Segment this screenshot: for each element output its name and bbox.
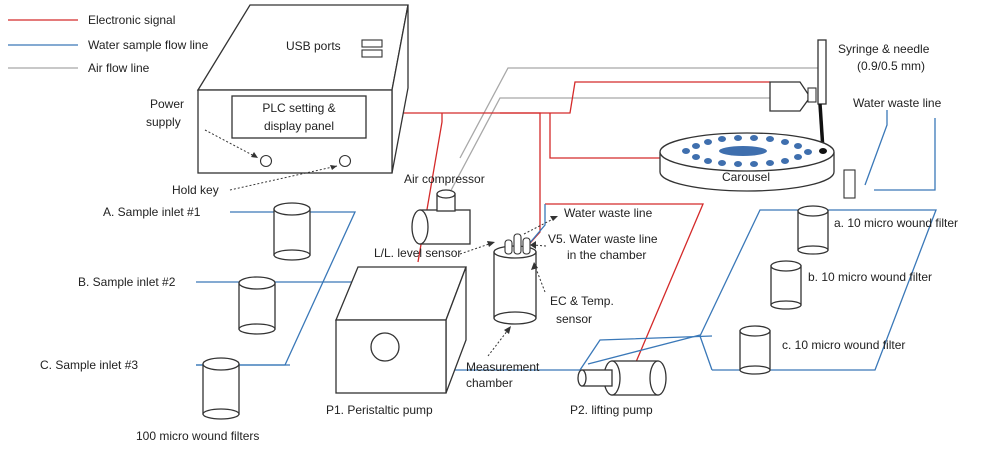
measurement-chamber-body [493, 251, 537, 319]
legend-electronic-signal-label: Electronic signal [88, 13, 175, 27]
water-waste-mid-pointer [523, 217, 556, 235]
sample-inlet-1-label: A. Sample inlet #1 [103, 205, 201, 219]
air-flow-lines [447, 67, 822, 197]
plc-panel-label-line1: PLC setting & [262, 101, 335, 115]
measurement-chamber-pointer [487, 329, 509, 357]
filters-100-label: 100 micro wound filters [136, 429, 259, 443]
power-supply-pointer [204, 129, 259, 159]
signal-line-to-syringe [500, 81, 770, 114]
lifting-pump-end [649, 360, 667, 396]
water-line-waste-right [874, 118, 936, 191]
air-flow-line-upper [459, 67, 822, 159]
filter-c-label: c. 10 micro wound filter [782, 338, 905, 352]
filter-10-c [739, 325, 771, 375]
hold-key[interactable] [338, 154, 352, 168]
sample-inlet-2-label: B. Sample inlet #2 [78, 275, 176, 289]
v5-label-line2: in the chamber [567, 248, 646, 262]
filter-10-a [797, 205, 829, 255]
syringe-body [769, 81, 809, 112]
water-waste-line-mid-label: Water waste line [564, 206, 653, 220]
syringe-plunger [807, 87, 817, 103]
peristaltic-pump-top [335, 266, 467, 321]
usb-port-1[interactable] [361, 39, 383, 48]
water-line-to-chamber [587, 334, 701, 365]
water-waste-mid-arrowhead [550, 216, 558, 221]
chamber-port-2 [513, 233, 522, 255]
legend-water-flow-label: Water sample flow line [88, 38, 209, 52]
filter-10-b [770, 260, 802, 310]
signal-line-to-lifting-pump [545, 203, 704, 363]
plc-panel-label-line2: display panel [264, 119, 334, 133]
measurement-chamber-bottom [493, 311, 537, 325]
peristaltic-pump-rotor [370, 332, 400, 362]
water-line-waste-up [864, 110, 888, 186]
carousel: Carousel [659, 132, 835, 192]
filter-100-1 [273, 202, 311, 261]
ec-temp-pointer [534, 265, 546, 293]
syringe-rail [817, 39, 827, 105]
water-line-filter-rack-top [579, 335, 713, 371]
waste-drain-block [843, 169, 856, 199]
air-compressor [411, 189, 471, 245]
legend-air-flow-label: Air flow line [88, 61, 150, 75]
p1-pump-label: P1. Peristaltic pump [326, 403, 433, 417]
power-supply-arrowhead [251, 152, 258, 158]
water-line-filter-rack [699, 209, 937, 371]
syringe-label-line1: Syringe & needle [838, 42, 930, 56]
carousel-center-slot [719, 146, 767, 156]
ll-level-sensor-label: L/L. level sensor [374, 246, 461, 260]
ec-temp-label-line1: EC & Temp. [550, 294, 614, 308]
carousel-well-needle [819, 148, 827, 154]
usb-ports-label: USB ports [286, 39, 341, 53]
ll-level-pointer [459, 242, 493, 255]
filter-a-label: a. 10 micro wound filter [834, 216, 958, 230]
carousel-label: Carousel [722, 170, 770, 184]
syringe-label-line2: (0.9/0.5 mm) [857, 59, 925, 73]
hold-key-arrowhead [330, 165, 337, 170]
power-switch[interactable] [259, 154, 273, 168]
ec-temp-label-line2: sensor [556, 312, 592, 326]
v5-arrowhead [530, 241, 536, 249]
power-supply-label-line1: Power [150, 97, 184, 111]
air-compressor-label: Air compressor [404, 172, 485, 186]
p2-pump-label: P2. lifting pump [570, 403, 653, 417]
measurement-chamber [493, 233, 537, 325]
measurement-chamber-label-line2: chamber [466, 376, 513, 390]
filter-100-3 [202, 357, 240, 420]
lifting-pump [577, 360, 667, 396]
lifting-pump-nozzle-end [577, 369, 587, 387]
ll-level-arrowhead [487, 241, 495, 247]
air-compressor-end [411, 209, 429, 245]
chamber-port-3 [522, 237, 531, 255]
plc-display-panel [231, 95, 367, 139]
air-compressor-nozzle-top [436, 189, 456, 199]
air-flow-line-lower [447, 97, 770, 197]
peristaltic-pump [335, 266, 467, 394]
legend: Electronic signal Water sample flow line… [8, 13, 209, 75]
sample-inlet-3-label: C. Sample inlet #3 [40, 358, 138, 372]
usb-port-2[interactable] [361, 49, 383, 58]
v5-label-line1: V5. Water waste line [548, 232, 658, 246]
filter-b-label: b. 10 micro wound filter [808, 270, 932, 284]
measurement-chamber-label-line1: Measurement [466, 360, 540, 374]
measurement-chamber-arrowhead [504, 326, 511, 334]
filter-100-2 [238, 276, 276, 335]
hold-key-label: Hold key [172, 183, 219, 197]
ec-temp-arrowhead [531, 262, 538, 270]
chamber-port-1 [504, 239, 513, 255]
control-box: PLC setting & display panel USB ports [196, 4, 409, 174]
water-line-chamber-waste [527, 204, 546, 246]
power-supply-label-line2: supply [146, 115, 181, 129]
syringe-needle [769, 39, 827, 151]
carousel-wells [682, 135, 812, 167]
water-waste-line-top-label: Water waste line [853, 96, 942, 110]
signal-line-to-carousel [549, 113, 660, 159]
